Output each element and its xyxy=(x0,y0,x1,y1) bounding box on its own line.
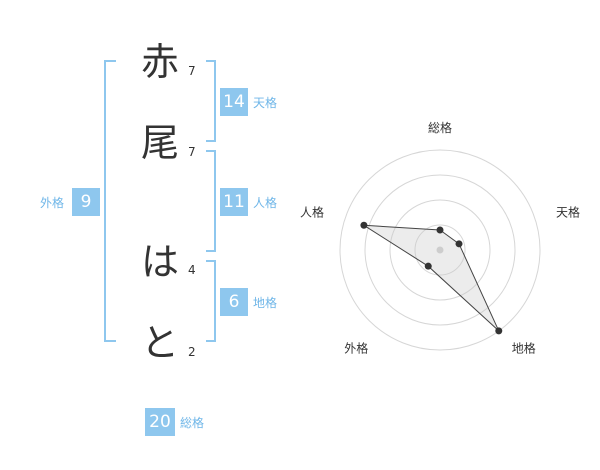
gaikaku-value: 9 xyxy=(72,188,100,216)
chikaku-value: 6 xyxy=(220,288,248,316)
radar-data-polygon xyxy=(363,224,500,332)
radar-center-dot xyxy=(436,246,444,254)
radar-axis-label-4: 外格 xyxy=(344,341,368,356)
radar-ring-2 xyxy=(389,199,491,301)
radar-axis-label-2: 天格 xyxy=(556,204,580,219)
radar-point-2 xyxy=(455,240,463,248)
radar-axis-label-5: 人格 xyxy=(300,204,324,219)
radar-point-1 xyxy=(436,226,444,234)
name-char-2: 尾 xyxy=(140,121,179,165)
jinkaku-label: 人格 xyxy=(253,196,278,210)
name-char-1: 赤 xyxy=(140,40,179,84)
radar-point-4 xyxy=(424,262,432,270)
soukaku-label: 総格 xyxy=(180,416,205,430)
radar-point-3 xyxy=(495,327,503,335)
radar-ring-4 xyxy=(339,149,541,351)
gaikaku-label: 外格 xyxy=(40,196,65,210)
radar-axis-label-1: 総格 xyxy=(428,120,452,135)
tenkaku-bracket xyxy=(206,60,216,142)
jinkaku-value: 11 xyxy=(220,188,248,216)
tenkaku-value: 14 xyxy=(220,88,248,116)
chikaku-label: 地格 xyxy=(253,296,278,310)
chikaku-bracket xyxy=(206,260,216,342)
tenkaku-label: 天格 xyxy=(253,96,278,110)
gaikaku-bracket xyxy=(104,60,116,342)
stroke-count-2: 7 xyxy=(188,145,196,159)
radar-axis-label-3: 地格 xyxy=(512,341,536,356)
name-char-3: は xyxy=(140,240,179,284)
jinkaku-bracket xyxy=(206,150,216,252)
stroke-count-1: 7 xyxy=(188,64,196,78)
radar-ring-1 xyxy=(414,224,466,276)
stroke-count-3: 4 xyxy=(188,263,196,277)
radar-ring-3 xyxy=(364,174,516,326)
name-char-4: と xyxy=(140,321,179,365)
stroke-count-4: 2 xyxy=(188,345,196,359)
radar-point-5 xyxy=(360,221,368,229)
soukaku-value: 20 xyxy=(145,408,175,436)
